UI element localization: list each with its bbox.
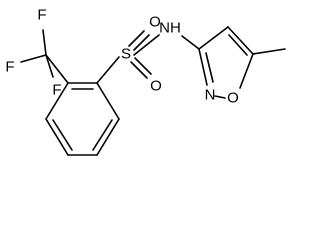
bond-s-o-bottom-1 [130,61,148,79]
atom-o-top: O [149,14,161,31]
atom-o-bottom: O [150,78,162,95]
bond-c5-o [239,53,254,89]
atom-o-ring: O [227,90,239,107]
bond-c3-c4 [198,26,229,50]
atom-labels: F F F S O O NH N O [5,7,238,107]
atom-f-bottom: F [52,82,61,99]
structure-drawing: F F F S O O NH N O [5,7,286,156]
bond-ring-e [45,118,69,156]
bond-s-nh [133,34,160,56]
bond-s-o-top-2 [133,34,150,51]
bond-n-c3-inner [205,52,214,83]
bond-nh-c3 [181,35,200,50]
chemical-structure: F F F S O O NH N O [5,7,286,156]
bond-n-c3 [198,48,208,86]
bond-c5-methyl [252,48,286,55]
bond-s-o-top-1 [128,30,145,47]
atom-f-top: F [37,7,46,24]
atom-n-ring: N [205,87,216,104]
bond-cf3-f-bottom [45,54,54,78]
atom-nh: NH [159,20,181,37]
bond-ring-s [96,56,120,84]
bond-ring-inner-e [52,119,73,151]
bond-c4-c5 [227,26,254,55]
bond-c4-c5-inner [228,34,248,56]
bond-ring-b [96,82,120,120]
bond-ring-inner-c [92,119,113,151]
bonds [20,26,286,156]
atom-s: S [121,46,131,63]
bond-cf3-f-top [42,29,47,56]
bond-ring-f [45,82,69,120]
bond-ring-c [96,118,120,156]
bond-cf3-f-left [20,54,47,63]
bond-s-o-bottom-2 [134,57,152,75]
bond-o-n [214,95,226,99]
atom-f-left: F [5,59,14,76]
bond-cf3-ring [45,54,69,84]
